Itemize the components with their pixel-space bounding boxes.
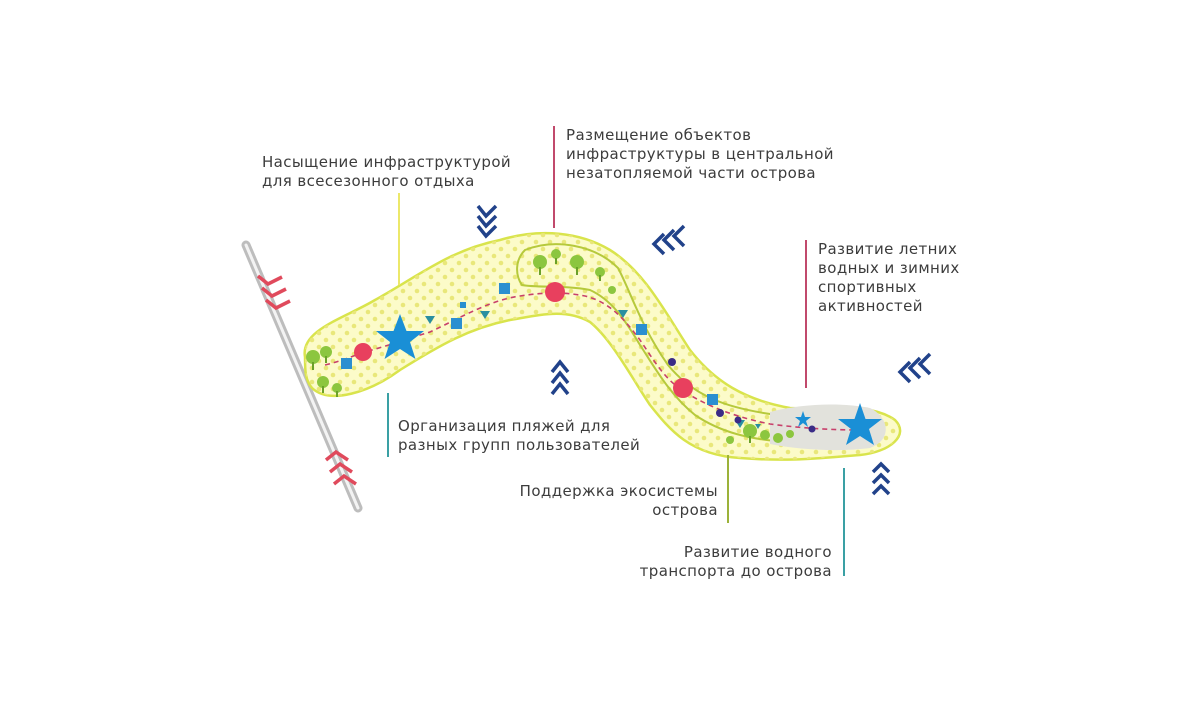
label-central: Размещение объектов инфраструктуры в цен…: [566, 126, 834, 183]
chevron-icon: [651, 224, 686, 256]
star-icon: [376, 314, 424, 359]
tree-icon: [332, 383, 342, 397]
tree-icon: [320, 346, 332, 363]
label-line: острова: [652, 501, 718, 519]
tree-icon: [743, 424, 757, 443]
tree-icon: [595, 267, 605, 281]
tree-icon: [317, 376, 329, 393]
triangle-icon: [755, 424, 761, 429]
dot-icon: [716, 409, 724, 417]
label-beaches: Организация пляжей для разных групп поль…: [398, 417, 640, 455]
label-line: Насыщение инфраструктурой: [262, 153, 512, 171]
label-ecosystem: Поддержка экосистемы острова: [520, 482, 718, 520]
circle-node-icon: [545, 282, 565, 302]
chevron-icon: [897, 352, 932, 384]
tree-icon: [306, 350, 320, 370]
label-line: Поддержка экосистемы: [519, 482, 718, 500]
star-icon: [838, 403, 882, 445]
label-line: инфраструктуры в центральной: [566, 145, 834, 163]
circle-node-icon: [673, 378, 693, 398]
tree-icon: [760, 430, 770, 440]
label-all-season: Насыщение инфраструктурой для всесезонно…: [262, 153, 511, 191]
label-line: спортивных: [818, 278, 917, 296]
chevron-icon: [256, 274, 291, 311]
label-line: разных групп пользователей: [398, 436, 641, 454]
chevron-icon: [871, 461, 891, 496]
chevron-icon: [476, 204, 498, 239]
label-line: Развитие водного: [683, 543, 832, 561]
label-line: активностей: [818, 297, 923, 315]
label-line: для всесезонного отдыха: [262, 172, 475, 190]
label-line: Развитие летних: [818, 240, 958, 258]
square-icon: [451, 318, 462, 329]
tree-icon: [570, 255, 584, 275]
label-line: Организация пляжей для: [398, 417, 611, 435]
square-icon: [460, 302, 466, 308]
square-icon: [636, 324, 647, 335]
tree-icon: [608, 286, 616, 294]
chevron-icon: [324, 449, 357, 486]
label-line: водных и зимних: [818, 259, 960, 277]
dot-icon: [668, 358, 676, 366]
dot-icon: [808, 425, 816, 433]
square-icon: [707, 394, 718, 405]
tree-icon: [533, 255, 547, 275]
triangle-icon: [618, 310, 628, 318]
tree-icon: [773, 433, 783, 443]
square-icon: [499, 283, 510, 294]
label-transport: Развитие водного транспорта до острова: [640, 543, 832, 581]
label-line: незатопляемой части острова: [566, 164, 817, 182]
island-dots: [304, 233, 901, 460]
island: [303, 231, 902, 461]
chevron-icon: [550, 359, 570, 396]
trees: [306, 249, 794, 444]
label-line: Размещение объектов: [566, 126, 752, 144]
label-sports: Развитие летних водных и зимних спортивн…: [818, 240, 960, 316]
tree-icon: [786, 430, 794, 438]
star-icon: [795, 411, 811, 427]
triangle-icon: [425, 316, 435, 324]
tree-icon: [726, 436, 734, 444]
label-line: транспорта до острова: [639, 562, 832, 580]
circle-node-icon: [354, 343, 372, 361]
square-icon: [341, 358, 352, 369]
dot-icon: [734, 416, 742, 424]
tree-icon: [551, 249, 561, 264]
triangle-icon: [480, 311, 490, 319]
